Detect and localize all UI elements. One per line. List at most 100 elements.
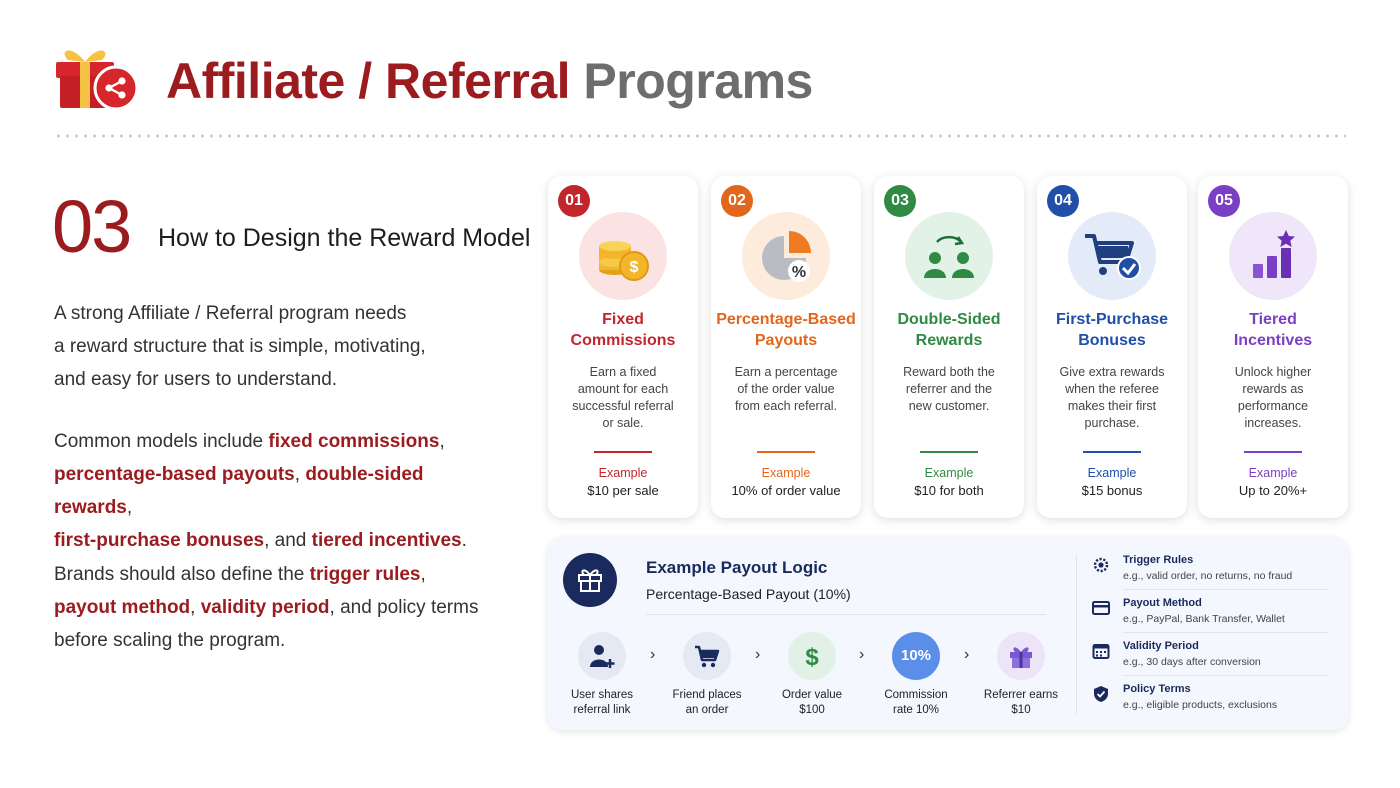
card-divider (594, 451, 652, 453)
panel-vertical-divider (1076, 555, 1077, 715)
chevron-right-icon: › (650, 646, 656, 663)
gift-icon (997, 632, 1045, 680)
models-paragraph: Common models include fixed commissions,… (54, 425, 494, 557)
rule-desc: e.g., eligible products, exclusions (1123, 699, 1278, 711)
highlight-term: percentage-based payouts (54, 464, 295, 485)
chevron-right-icon: › (755, 646, 761, 663)
step-label-line: $10 (1011, 704, 1031, 716)
card-title-line: First-Purchase (1055, 311, 1169, 328)
user-add-icon (578, 632, 626, 680)
desc-line: successful referral (572, 399, 674, 413)
section-number: 03 (52, 185, 132, 268)
svg-text:$: $ (630, 259, 639, 276)
page-title: Affiliate / Referral Programs (166, 52, 813, 110)
rule-divider (1123, 589, 1328, 590)
desc-line: Unlock higher (1234, 365, 1312, 379)
text-fragment: , (420, 564, 426, 585)
card-title-line: Double-Sided (897, 311, 1001, 328)
desc-line: from each referral. (734, 399, 838, 413)
card-badge: 02 (721, 185, 753, 217)
step-label-line: Referrer earns (983, 689, 1059, 701)
card-divider (757, 451, 815, 453)
dotted-divider (54, 134, 1346, 138)
desc-line: Reward both the (903, 365, 995, 379)
tier-bars-star-icon (1229, 212, 1317, 300)
text-fragment: , (190, 597, 201, 618)
card-badge: 05 (1208, 185, 1240, 217)
card-description: Reward both the referrer and the new custo… (892, 364, 1006, 415)
card-title-line: Percentage-Based (716, 311, 856, 328)
rule-desc: e.g., PayPal, Bank Transfer, Wallet (1123, 613, 1285, 625)
card-badge: 04 (1047, 185, 1079, 217)
rule-desc: e.g., valid order, no returns, no fraud (1123, 570, 1293, 582)
page-title-secondary: Programs (583, 53, 813, 109)
intro-line: a reward structure that is simple, motiv… (54, 336, 426, 357)
card-description: Earn a fixed amount for each successful re… (566, 364, 680, 432)
highlight-term: payout method (54, 597, 191, 618)
step-label-line: Order value (781, 689, 843, 701)
desc-line: or sale. (602, 416, 644, 430)
svg-text:%: % (792, 264, 806, 281)
card-divider (920, 451, 978, 453)
intro-line: and easy for users to understand. (54, 369, 338, 390)
text-fragment: , (439, 431, 445, 452)
shield-check-icon (1092, 685, 1110, 703)
text-fragment: Common models include (54, 431, 269, 452)
intro-paragraph: A strong Affiliate / Referral program ne… (54, 297, 494, 396)
text-fragment: . (461, 530, 467, 551)
cart-check-icon (1068, 212, 1156, 300)
example-label: Example (761, 466, 811, 480)
example-label: Example (1087, 466, 1137, 480)
step-label-line: Friend places (672, 689, 742, 701)
card-icon (1092, 599, 1110, 617)
rule-divider (1123, 675, 1328, 676)
card-title-line: Tiered (1249, 311, 1297, 328)
highlight-term: fixed commissions (268, 431, 440, 452)
example-label: Example (1248, 466, 1298, 480)
desc-line: amount for each (577, 382, 669, 396)
flow-step-order-value: $ Order value$100 (762, 632, 862, 718)
card-title-line: Commissions (570, 332, 676, 349)
highlight-term: tiered incentives (311, 530, 462, 551)
rules-paragraph: Brands should also define the trigger ru… (54, 558, 494, 657)
flow-step-earn: Referrer earns $10 (971, 632, 1071, 718)
step-label-line: an order (685, 704, 729, 716)
desc-line: of the order value (737, 382, 835, 396)
desc-line: referrer and the (905, 382, 993, 396)
card-divider (1244, 451, 1302, 453)
card-badge: 03 (884, 185, 916, 217)
step-label-line: Commission (884, 689, 948, 701)
rule-title: Policy Terms (1123, 683, 1191, 695)
page-title-primary: Affiliate / Referral (166, 53, 571, 109)
desc-line: makes their first (1067, 399, 1157, 413)
desc-line: new customer. (908, 399, 990, 413)
desc-line: purchase. (1084, 416, 1140, 430)
desc-line: Earn a fixed (589, 365, 657, 379)
card-divider (1083, 451, 1141, 453)
gift-icon (563, 553, 617, 607)
text-fragment: , (294, 464, 306, 485)
chevron-right-icon: › (859, 646, 865, 663)
dollar-icon: $ (788, 632, 836, 680)
highlight-term: validity period (200, 597, 330, 618)
calendar-icon (1092, 642, 1110, 660)
example-value: $15 bonus (1081, 483, 1143, 498)
pie-chart-percent-icon: % (742, 212, 830, 300)
two-users-exchange-icon (905, 212, 993, 300)
text-fragment: , and policy terms (329, 597, 479, 618)
flow-step-order: Friend places an order (657, 632, 757, 718)
